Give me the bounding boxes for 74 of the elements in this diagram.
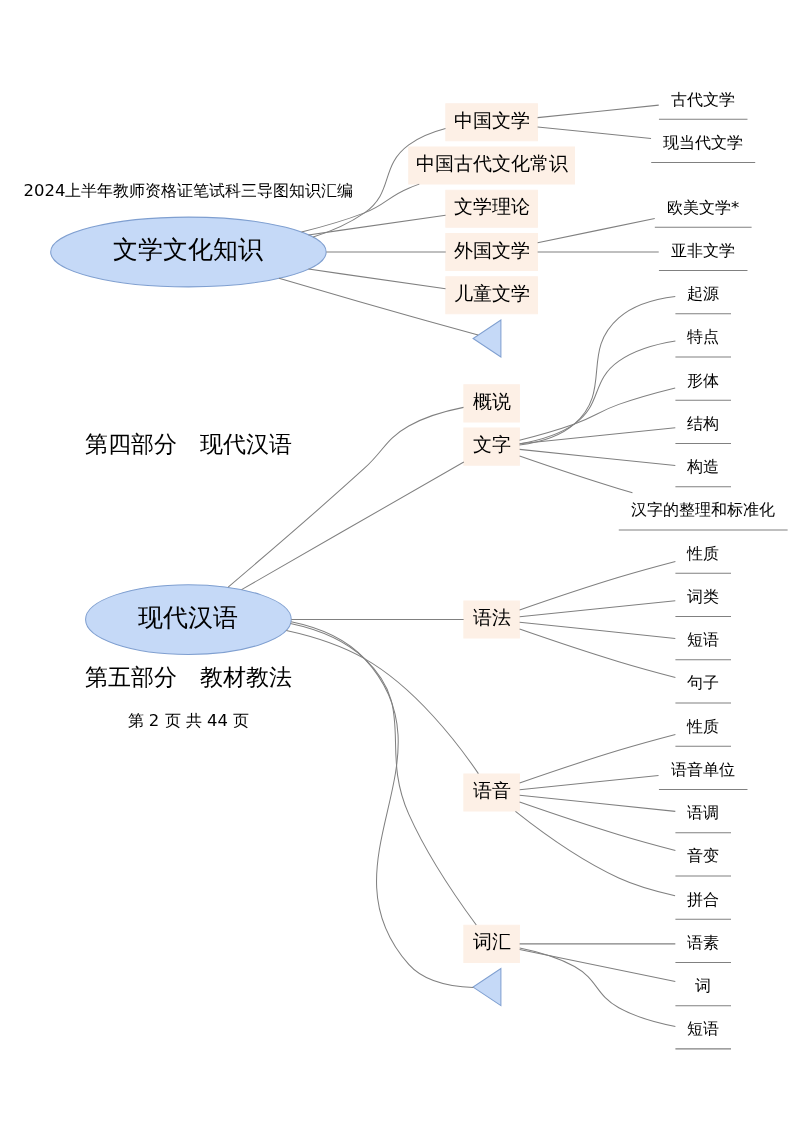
node-text: 短语 (687, 1019, 720, 1039)
node-text: 结构 (687, 413, 720, 433)
connector (290, 619, 465, 621)
connector (519, 455, 633, 494)
connector (227, 406, 465, 588)
connector (537, 218, 656, 244)
connector (519, 340, 676, 445)
label: 2024上半年教师资格证笔试科三导图知识汇编 (23, 181, 354, 201)
connector (307, 268, 447, 290)
connector (537, 104, 660, 119)
node-text: 亚非文学 (671, 240, 736, 260)
node-text: 古代文学 (671, 89, 736, 109)
node-box: 文学理论 (445, 189, 538, 228)
node-text: 拼合 (687, 889, 720, 909)
node-text: 起源 (687, 284, 720, 304)
connector (519, 621, 676, 639)
node-text: 汉字的整理和标准化 (631, 500, 776, 520)
node-box: 外国文学 (445, 232, 538, 272)
node-box: 语音 (463, 773, 520, 812)
connector (537, 251, 660, 253)
label: 第 2 页 共 44 页 (127, 711, 250, 731)
connector (325, 251, 447, 253)
connector (519, 774, 660, 791)
label: 第四部分 现代汉语 (84, 431, 292, 458)
connector (519, 561, 676, 611)
node-text: 短语 (687, 630, 720, 650)
connector (519, 734, 676, 784)
connector (518, 296, 676, 446)
node-text: 句子 (687, 673, 720, 693)
node-text: 欧美文学* (667, 197, 740, 217)
connector (519, 794, 676, 812)
connector (289, 623, 477, 926)
node-box: 词汇 (463, 924, 520, 963)
node-text: 词类 (687, 586, 720, 606)
node-box: 文字 (463, 427, 520, 466)
node-box: 儿童文学 (445, 276, 538, 315)
node-text: 构造 (687, 457, 720, 477)
connector (519, 600, 676, 618)
node-triangle (472, 967, 502, 1007)
node-text: 现当代文学 (663, 132, 744, 152)
node-text: 语音单位 (671, 759, 736, 779)
node-box: 中国古代文化常识 (408, 146, 576, 185)
node-text: 特点 (687, 327, 720, 347)
connector (290, 621, 474, 988)
node-triangle (472, 319, 502, 358)
connector (537, 126, 652, 140)
connector (519, 387, 676, 441)
connector (241, 461, 465, 591)
connector (519, 448, 676, 466)
connector (514, 810, 676, 897)
node-box: 概说 (463, 384, 520, 423)
node-ellipse: 现代汉语 (85, 584, 292, 655)
node-text: 性质 (687, 716, 720, 736)
connector (519, 628, 676, 679)
connector (519, 943, 676, 945)
node-box: 中国文学 (445, 103, 538, 142)
node-text: 音变 (687, 846, 720, 866)
label: 第五部分 教材教法 (84, 664, 292, 691)
connector (301, 183, 420, 233)
connector (519, 947, 676, 1027)
connector (278, 277, 479, 336)
node-text: 性质 (687, 543, 720, 563)
connector (519, 427, 676, 445)
connector (307, 214, 447, 236)
node-text: 形体 (687, 370, 720, 390)
node-ellipse: 文学文化知识 (50, 216, 327, 288)
connector (519, 948, 676, 983)
connector (312, 128, 446, 238)
node-text: 语调 (687, 803, 720, 823)
node-box: 语法 (463, 600, 520, 639)
node-text: 词 (695, 976, 712, 996)
connector (519, 801, 676, 852)
connector (285, 630, 479, 775)
node-text: 语素 (687, 932, 720, 952)
